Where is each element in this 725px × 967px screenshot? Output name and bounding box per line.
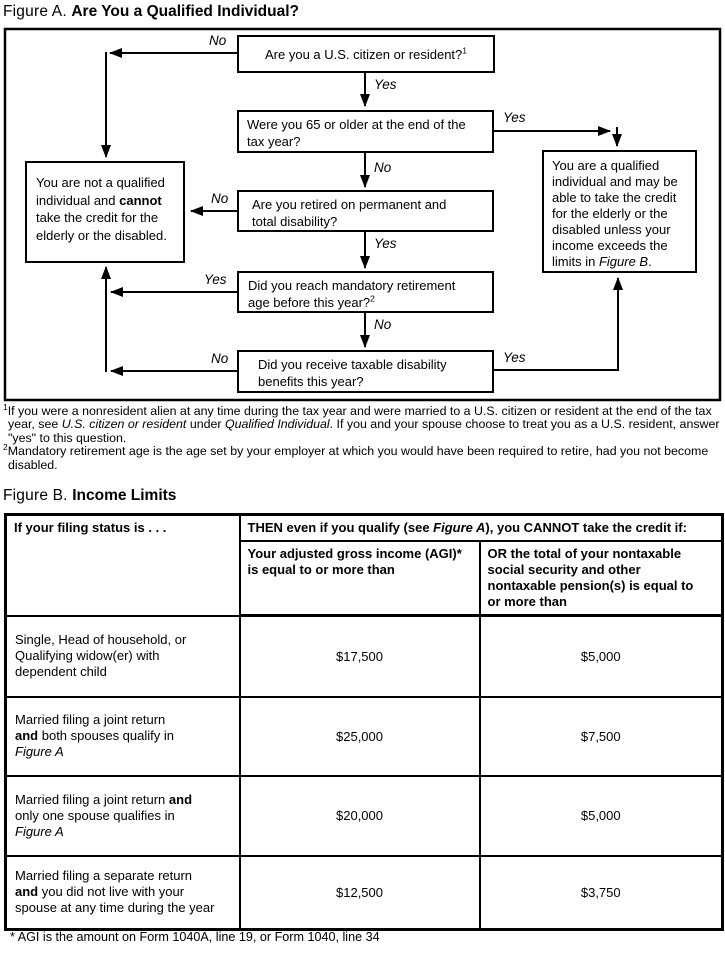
agi-amount: $25,000 (238, 695, 481, 777)
figure-b-title-text: Income Limits (72, 487, 177, 504)
flowchart-box-citizen: Are you a U.S. citizen or resident?1 (237, 35, 495, 73)
figure-a-footnotes: 1If you were a nonresident alien at any … (3, 401, 722, 472)
agi-amount: $12,500 (238, 854, 481, 931)
label-age65-yes: Yes (503, 110, 526, 125)
income-limits-table: If your filing status is . . . THEN even… (4, 513, 724, 931)
label-mandatory-no: No (374, 317, 392, 332)
label-retired-no: No (211, 191, 229, 206)
agi-amount: $17,500 (238, 614, 481, 698)
figure-b-title: Figure B. Income Limits (3, 487, 176, 505)
label-citizen-no: No (209, 33, 227, 48)
figure-a-title-prefix: Figure A. (3, 3, 67, 20)
label-mandatory-yes: Yes (204, 272, 227, 287)
agi-footnote: * AGI is the amount on Form 1040A, line … (10, 930, 380, 944)
header-then-qualify: THEN even if you qualify (see Figure A),… (238, 513, 724, 542)
figure-a-footnote-2: 2Mandatory retirement age is the age set… (3, 442, 709, 472)
ss-amount: $3,750 (478, 854, 724, 931)
ss-amount: $5,000 (478, 614, 724, 698)
label-taxable-no: No (211, 351, 229, 366)
label-age65-no: No (374, 160, 392, 175)
figure-a-title: Figure A. Are You a Qualified Individual… (3, 3, 299, 21)
figure-a-footnote-1: 1If you were a nonresident alien at any … (3, 401, 720, 445)
header-agi: Your adjusted gross income (AGI)*is equa… (238, 540, 481, 617)
label-retired-yes: Yes (374, 236, 397, 251)
label-citizen-yes: Yes (374, 77, 397, 92)
figure-a-title-text: Are You a Qualified Individual? (71, 3, 300, 20)
header-filing-status: If your filing status is . . . (4, 513, 241, 617)
flowchart-arrows (3, 27, 722, 402)
figure-b-title-prefix: Figure B. (3, 487, 68, 504)
label-taxable-yes: Yes (503, 350, 526, 365)
ss-amount: $5,000 (478, 774, 724, 857)
agi-amount: $20,000 (238, 774, 481, 857)
flowchart-border (3, 27, 722, 402)
ss-amount: $7,500 (478, 695, 724, 777)
figure-a-flowchart: Are you a U.S. citizen or resident?1 Wer… (0, 0, 725, 405)
